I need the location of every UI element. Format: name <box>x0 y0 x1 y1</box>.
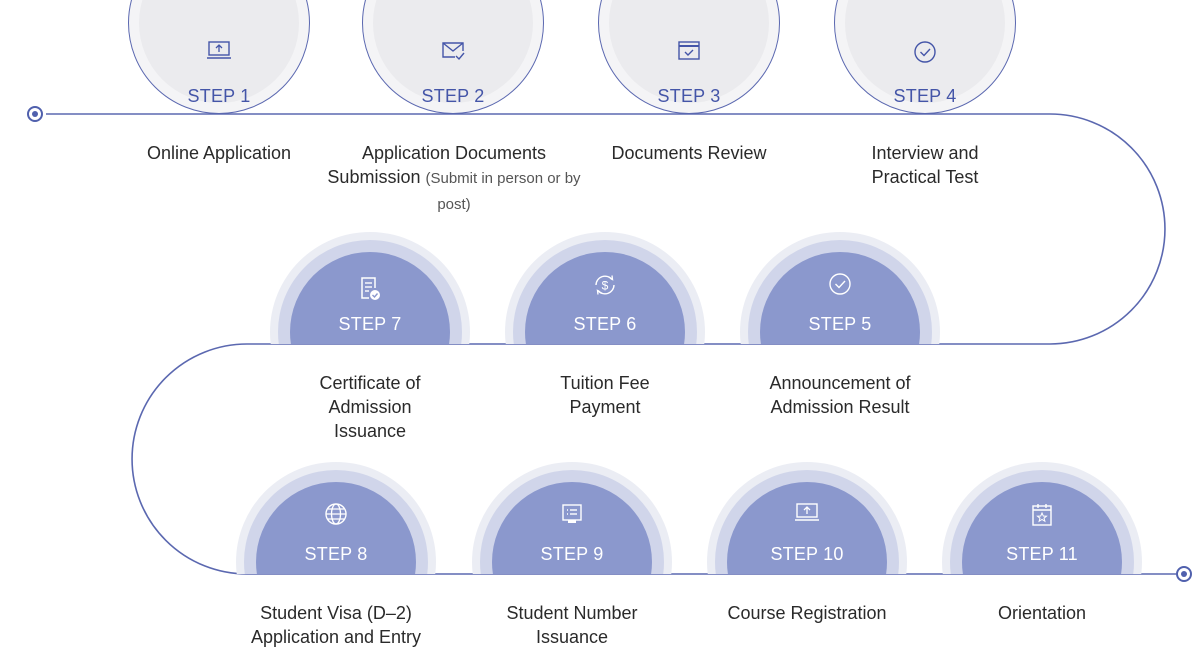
svg-text:$: $ <box>602 279 609 293</box>
step-label: STEP 5 <box>808 314 872 334</box>
step-2-note: (Submit in person or by post) <box>425 170 581 213</box>
id-card-icon <box>562 504 582 523</box>
step-label: STEP 10 <box>770 544 844 564</box>
globe-icon <box>325 503 347 525</box>
step-6-title: Tuition Fee Payment <box>540 371 670 419</box>
monitor-upload-icon <box>207 41 231 59</box>
step-3-title-text: Documents Review <box>611 143 767 163</box>
mail-check-icon <box>442 42 465 61</box>
step-1: STEP 1 <box>128 0 310 114</box>
certificate-icon <box>361 277 380 300</box>
circle-check-icon <box>829 273 851 295</box>
step-2: STEP 2 <box>362 0 544 114</box>
step-2-title: Application Documents Submission (Submit… <box>323 141 585 217</box>
step-label: STEP 1 <box>187 86 251 106</box>
step-label: STEP 8 <box>304 544 368 564</box>
step-5-title-text: Announcement of Admission Result <box>769 373 911 417</box>
step-9: STEP 9 <box>472 462 672 574</box>
step-label: STEP 3 <box>657 86 721 106</box>
step-8: STEP 8 <box>236 462 436 574</box>
step-4-title-text: Interview and Practical Test <box>871 143 979 187</box>
step-label: STEP 6 <box>573 314 637 334</box>
step-4: STEP 4 <box>834 0 1016 114</box>
step-6-title-text: Tuition Fee Payment <box>560 373 650 417</box>
step-3-title: Documents Review <box>609 141 769 165</box>
step-7: STEP 7 <box>270 232 470 344</box>
step-7-title-text: Certificate of Admission Issuance <box>319 373 421 441</box>
step-5: STEP 5 <box>740 232 940 344</box>
step-8-title: Student Visa (D–2) Application and Entry <box>226 601 446 649</box>
step-9-title: Student Number Issuance <box>482 601 662 649</box>
path-start-marker <box>27 106 43 122</box>
step-11: STEP 11 <box>942 462 1142 574</box>
step-10-title: Course Registration <box>687 601 927 625</box>
browser-check-icon <box>678 41 700 60</box>
step-1-title: Online Application <box>89 141 349 165</box>
step-6: $ STEP 6 <box>505 232 705 344</box>
step-label: STEP 11 <box>1006 544 1078 564</box>
step-2-title-text: Application Documents Submission <box>327 143 547 187</box>
step-3: STEP 3 <box>598 0 780 114</box>
step-5-title: Announcement of Admission Result <box>745 371 935 419</box>
step-11-title: Orientation <box>962 601 1122 625</box>
step-label: STEP 4 <box>893 86 957 106</box>
step-4-title: Interview and Practical Test <box>845 141 1005 189</box>
step-11-title-text: Orientation <box>997 603 1087 623</box>
step-9-title-text: Student Number Issuance <box>506 603 638 647</box>
step-1-title-text: Online Application <box>146 143 292 163</box>
step-label: STEP 7 <box>338 314 402 334</box>
calendar-star-icon <box>1032 504 1052 526</box>
monitor-upload-icon <box>795 503 819 521</box>
step-10: STEP 10 <box>707 462 907 574</box>
step-label: STEP 2 <box>421 86 485 106</box>
step-label: STEP 9 <box>540 544 604 564</box>
step-7-title: Certificate of Admission Issuance <box>290 371 450 443</box>
step-10-title-text: Course Registration <box>727 603 887 623</box>
step-8-title-text: Student Visa (D–2) Application and Entry <box>250 603 422 647</box>
circle-check-icon <box>914 41 936 63</box>
path-end-marker <box>1176 566 1192 582</box>
dollar-cycle-icon: $ <box>595 275 615 295</box>
